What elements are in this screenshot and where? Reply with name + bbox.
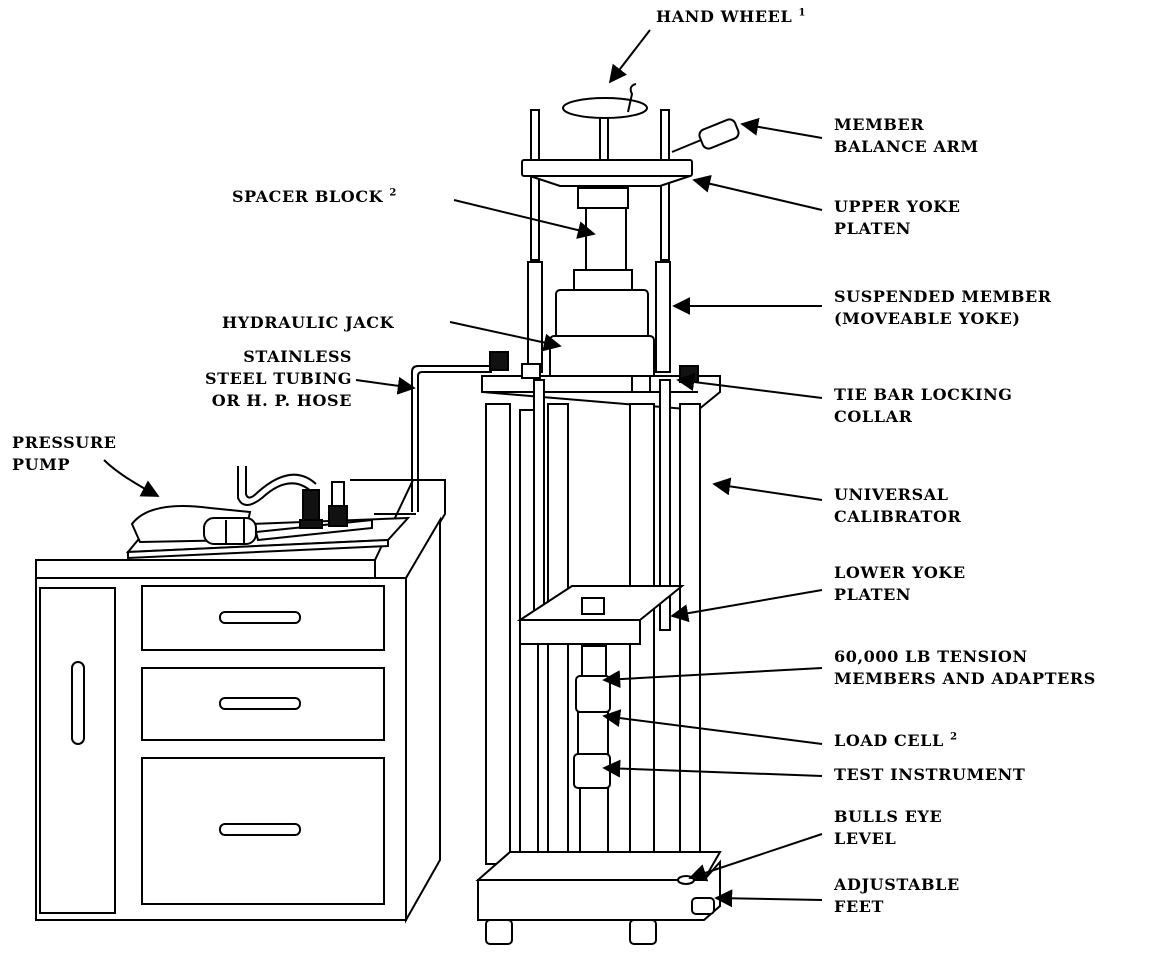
- footnote-marker: 2: [389, 187, 397, 199]
- label-line: CALIBRATOR: [834, 507, 962, 526]
- label-lower-yoke-platen: LOWER YOKE PLATEN: [834, 562, 966, 606]
- arrow-balance-arm: [740, 117, 823, 139]
- label-tie-bar-locking-collar: TIE BAR LOCKING COLLAR: [834, 384, 1013, 428]
- label-spacer-block: SPACER BLOCK 2: [232, 186, 397, 208]
- label-line: FEET: [834, 897, 885, 916]
- arrow-tubing: [355, 376, 416, 395]
- label-line: 60,000 LB TENSION: [834, 647, 1028, 666]
- footnote-marker: 1: [798, 7, 807, 19]
- label-line: LOWER YOKE: [834, 563, 966, 582]
- arrow-lower-yoke: [670, 589, 823, 623]
- arrow-spacer-block: [453, 199, 596, 239]
- label-line: LEVEL: [834, 829, 897, 848]
- label-line: MEMBER: [834, 115, 925, 134]
- tubing: [374, 365, 492, 515]
- label-line: PUMP: [12, 455, 71, 474]
- label-upper-yoke-platen: UPPER YOKE PLATEN: [834, 196, 961, 240]
- label-line: PLATEN: [834, 585, 912, 604]
- label-line: TEST INSTRUMENT: [834, 765, 1026, 784]
- arrow-hand-wheel: [608, 29, 651, 84]
- label-line: MEMBERS AND ADAPTERS: [834, 669, 1096, 688]
- arrow-test-instrument: [602, 759, 823, 778]
- label-line: (MOVEABLE YOKE): [834, 309, 1021, 328]
- arrow-tension-members: [602, 667, 823, 689]
- universal-calibrator: [475, 83, 740, 945]
- arrow-pressure-pump: [103, 459, 160, 497]
- label-test-instrument: TEST INSTRUMENT: [834, 764, 1025, 786]
- label-adjustable-feet: ADJUSTABLE FEET: [834, 874, 960, 918]
- label-bulls-eye-level: BULLS EYE LEVEL: [834, 806, 942, 850]
- label-line: HYDRAULIC JACK: [222, 313, 395, 332]
- arrow-universal-calibrator: [712, 477, 823, 501]
- label-line: SUSPENDED MEMBER: [834, 287, 1052, 306]
- label-hand-wheel-text: HAND WHEEL: [656, 7, 793, 26]
- cabinet: [35, 479, 446, 924]
- arrow-bulls-eye: [688, 833, 823, 882]
- label-suspended-member: SUSPENDED MEMBER (MOVEABLE YOKE): [834, 286, 1052, 330]
- footnote-marker: 2: [950, 731, 958, 743]
- label-member-balance-arm: MEMBER BALANCE ARM: [834, 114, 979, 158]
- label-universal-calibrator: UNIVERSAL CALIBRATOR: [834, 484, 961, 528]
- label-tension-members: 60,000 LB TENSION MEMBERS AND ADAPTERS: [834, 646, 1096, 690]
- label-tubing: STAINLESS STEEL TUBING OR H. P. HOSE: [150, 346, 352, 412]
- label-line: ADJUSTABLE: [834, 875, 960, 894]
- label-load-cell-text: LOAD CELL: [834, 731, 944, 750]
- label-line: TIE BAR LOCKING: [834, 385, 1013, 404]
- leader-lines: [103, 29, 823, 908]
- arrow-load-cell: [602, 709, 823, 745]
- label-line: COLLAR: [834, 407, 913, 426]
- label-line: STEEL TUBING: [204, 369, 352, 388]
- arrow-adjustable-feet: [714, 889, 823, 908]
- label-line: PLATEN: [834, 219, 912, 238]
- arrow-hydraulic-jack: [449, 321, 562, 352]
- label-line: BULLS EYE: [834, 807, 943, 826]
- arrow-tie-bar: [676, 373, 823, 399]
- label-line: OR H. P. HOSE: [211, 391, 352, 410]
- label-hand-wheel: HAND WHEEL 1: [656, 6, 806, 28]
- label-spacer-block-text: SPACER BLOCK: [232, 187, 384, 206]
- label-line: STAINLESS: [243, 347, 352, 366]
- label-hydraulic-jack: HYDRAULIC JACK: [222, 312, 394, 334]
- label-line: UPPER YOKE: [834, 197, 961, 216]
- label-pressure-pump: PRESSURE PUMP: [12, 432, 117, 476]
- arrow-upper-yoke: [692, 174, 823, 211]
- label-line: PRESSURE: [12, 433, 117, 452]
- label-line: UNIVERSAL: [834, 485, 949, 504]
- label-load-cell: LOAD CELL 2: [834, 730, 958, 752]
- pressure-pump: [125, 466, 412, 560]
- label-line: BALANCE ARM: [834, 137, 979, 156]
